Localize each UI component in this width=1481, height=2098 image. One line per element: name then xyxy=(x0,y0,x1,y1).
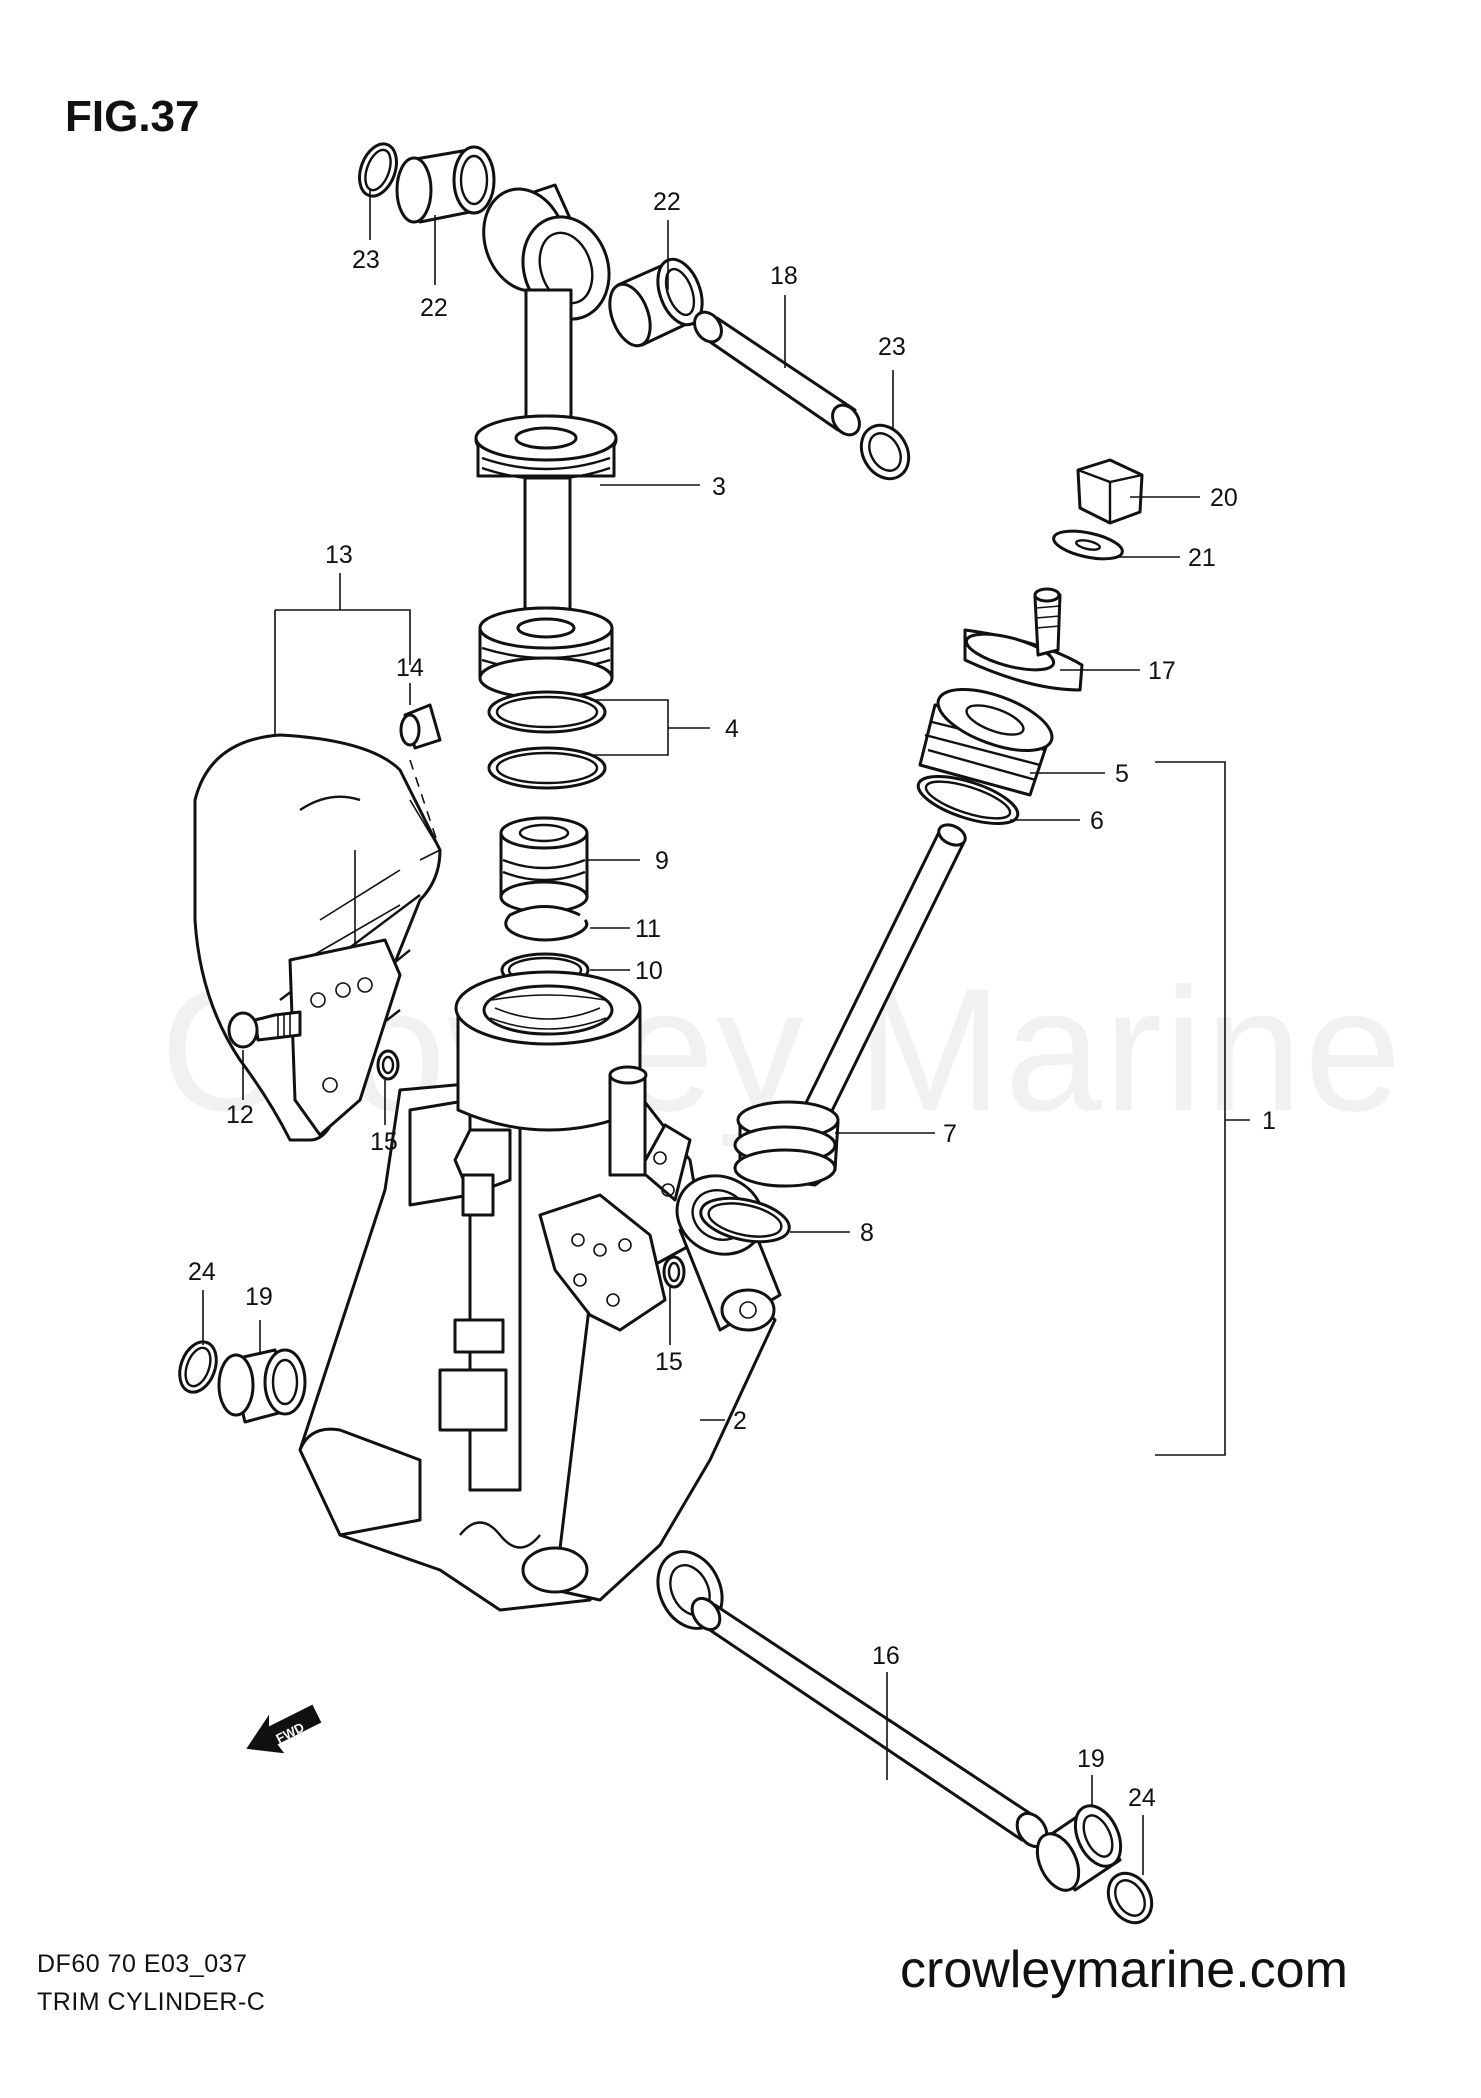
callout-5: 5 xyxy=(1115,760,1129,788)
callout-19: 19 xyxy=(245,1283,273,1311)
callout-16: 16 xyxy=(872,1642,900,1670)
callout-24: 24 xyxy=(188,1258,216,1286)
bushing-22-left xyxy=(395,145,496,224)
callout-11: 11 xyxy=(635,915,661,943)
snap-ring-11 xyxy=(504,905,589,942)
callout-22: 22 xyxy=(420,294,448,322)
cylinder-top-boss xyxy=(454,970,642,1132)
callout-18: 18 xyxy=(770,262,798,290)
circlip-24-left xyxy=(178,1340,218,1394)
callout-12: 12 xyxy=(226,1101,254,1129)
washer-21 xyxy=(1052,529,1124,561)
plug-14 xyxy=(399,703,442,750)
callout-15: 15 xyxy=(655,1348,683,1376)
bushing-19-left xyxy=(217,1348,307,1424)
callout-23: 23 xyxy=(352,246,380,274)
trim-rod-7 xyxy=(733,823,967,1188)
callout-7: 7 xyxy=(943,1120,957,1148)
callout-20: 20 xyxy=(1210,484,1238,512)
callout-24: 24 xyxy=(1128,1784,1156,1812)
callout-labels: 23 22 22 18 23 3 4 9 11 10 20 21 17 5 6 … xyxy=(188,188,1276,1812)
callout-22: 22 xyxy=(653,188,681,216)
callout-10: 10 xyxy=(635,957,663,985)
washer-15-left xyxy=(376,1049,400,1081)
callout-19: 19 xyxy=(1077,1745,1105,1773)
anode-17 xyxy=(963,587,1084,692)
fwd-arrow-icon: FWD xyxy=(246,1704,322,1754)
valve-9 xyxy=(499,816,589,914)
diagram-caption: TRIM CYLINDER-C xyxy=(37,1988,266,2016)
callout-8: 8 xyxy=(860,1219,874,1247)
callout-13: 13 xyxy=(325,541,353,569)
callout-15: 15 xyxy=(370,1128,398,1156)
callout-6: 6 xyxy=(1090,807,1104,835)
diagram-code: DF60 70 E03_037 xyxy=(37,1950,248,1978)
callout-2: 2 xyxy=(733,1407,747,1435)
o-rings-4 xyxy=(487,690,607,790)
callout-17: 17 xyxy=(1148,657,1176,685)
callout-4: 4 xyxy=(725,715,739,743)
callout-1: 1 xyxy=(1262,1107,1276,1135)
figure-title: FIG.37 xyxy=(65,92,200,141)
callout-3: 3 xyxy=(712,473,726,501)
o-ring-6 xyxy=(916,775,1020,825)
nut-20 xyxy=(1076,458,1144,525)
bushing-19-right xyxy=(1035,1804,1123,1892)
site-name: crowleymarine.com xyxy=(900,1941,1348,1999)
circlip-23-upper-right xyxy=(859,423,911,481)
o-ring-8 xyxy=(699,1196,791,1244)
bushing-22-right xyxy=(608,257,704,348)
callout-21: 21 xyxy=(1188,544,1216,572)
piston-assembly xyxy=(478,606,614,700)
washer-15-right xyxy=(662,1255,686,1289)
upper-eye-and-rod-3 xyxy=(474,183,618,625)
callout-9: 9 xyxy=(655,847,669,875)
circlip-24-right xyxy=(1106,1871,1154,1925)
cylinder-cap-5 xyxy=(918,688,1054,797)
pin-18 xyxy=(693,310,861,437)
callout-23: 23 xyxy=(878,333,906,361)
bolt-12 xyxy=(227,1010,302,1049)
lower-pin-16 xyxy=(690,1596,1049,1849)
reservoir-nipple xyxy=(608,1065,648,1177)
callout-14: 14 xyxy=(396,654,424,682)
circlip-23-upper-left xyxy=(358,142,398,198)
reservoir-cover-13 xyxy=(193,733,442,1142)
leader-lines xyxy=(202,190,1250,1875)
